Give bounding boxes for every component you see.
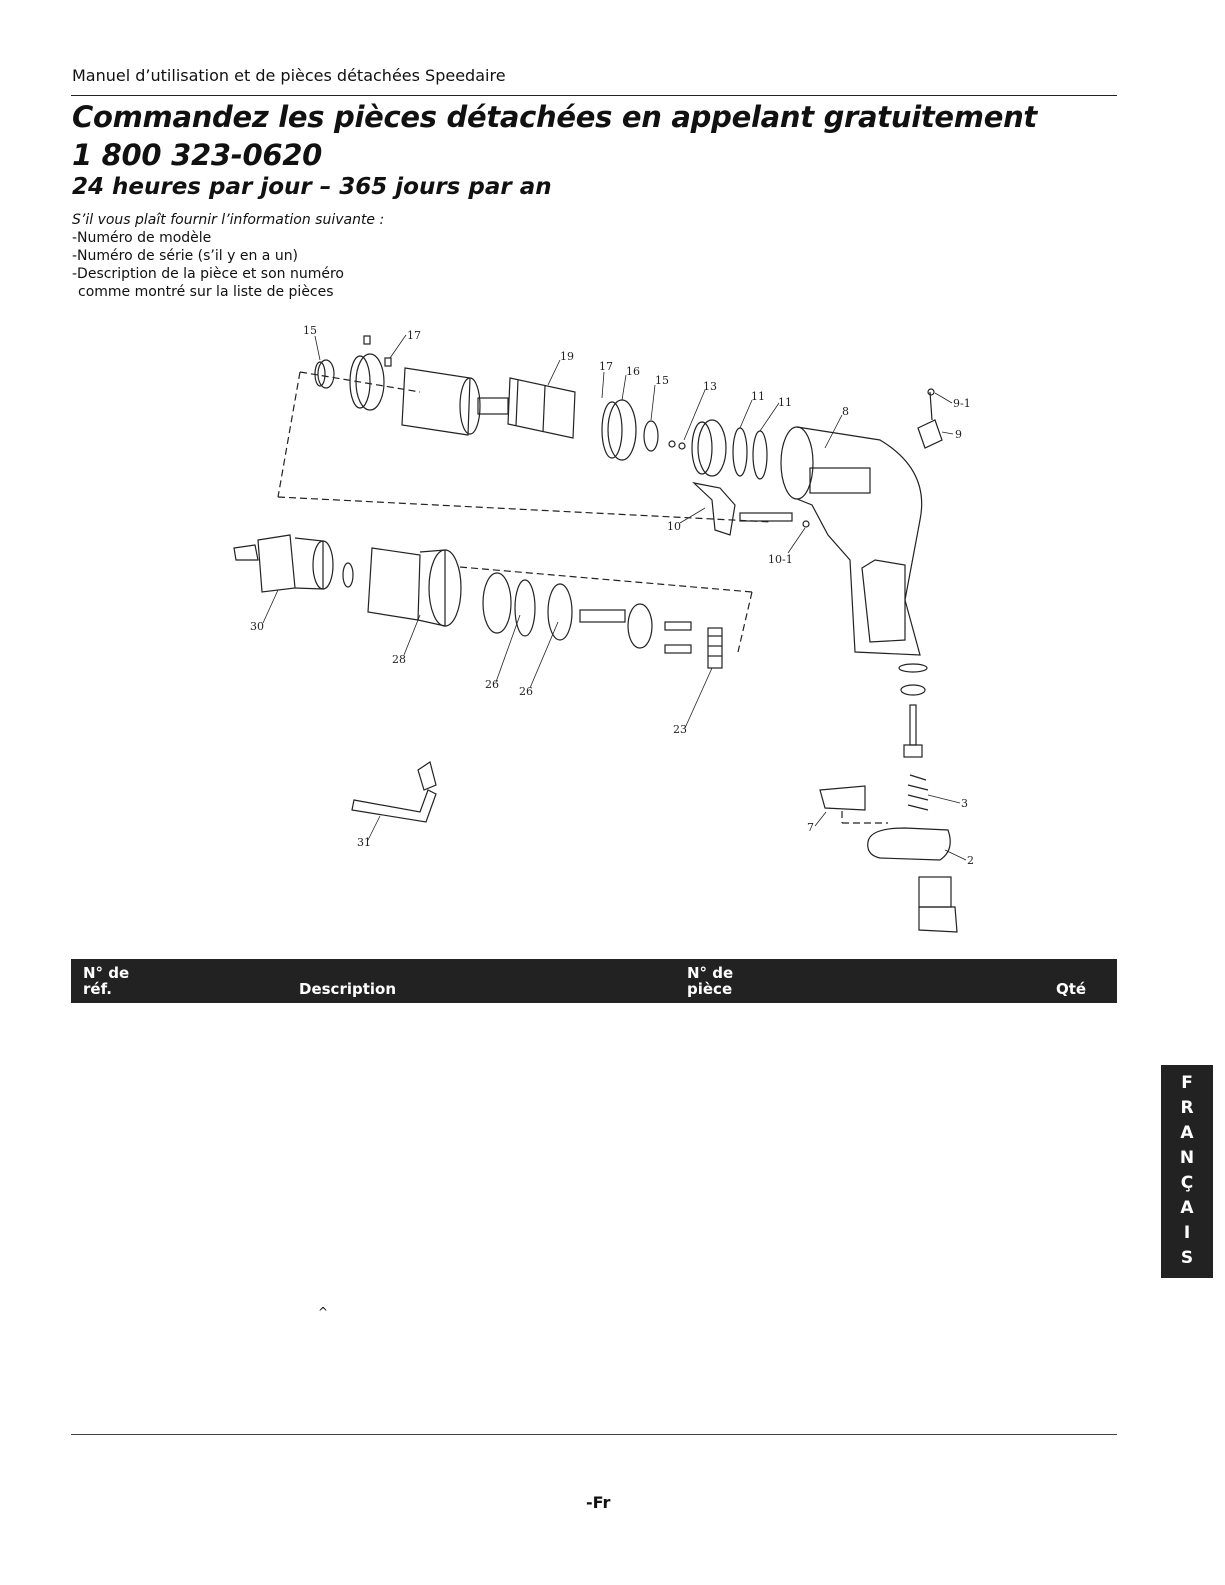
info-intro: S’il vous plaît fournir l’information su… [72,212,385,228]
headline-phone: 1 800 323-0620 [72,138,322,172]
exploded-parts-diagram: 15 17 19 17 16 15 13 11 11 8 9-1 9 10 10… [233,324,974,933]
stray-mark: ^ [318,1305,329,1319]
language-letter: A [1180,1123,1194,1143]
callout-17: 17 [407,329,421,342]
callout-9: 9 [955,428,962,441]
callout-8: 8 [842,405,849,418]
part-washer [342,562,354,588]
part-rear-housing [691,419,727,477]
part-valve-13 [668,440,686,450]
callout-15: 15 [303,324,317,337]
callout-labels: 15 17 19 17 16 15 13 11 11 8 9-1 9 10 10… [250,324,974,867]
callout-leaders [262,334,967,861]
page-number: -Fr [586,1493,611,1512]
part-spindle [579,603,692,654]
footer-divider [71,1434,1117,1435]
callout-17b: 17 [599,360,613,373]
part-pinion-23 [707,627,723,669]
header-divider [71,95,1117,96]
callout-10-1: 10-1 [768,553,793,566]
language-tab: F R A N Ç A I S [1161,1065,1213,1278]
col-description: Description [299,980,397,998]
language-letter: S [1180,1248,1194,1268]
language-letter: N [1179,1148,1195,1168]
callout-23: 23 [673,723,687,736]
availability-subhead: 24 heures par jour – 365 jours par an [72,174,552,200]
language-letter: A [1180,1198,1194,1218]
callout-7: 7 [807,821,814,834]
info-block: S’il vous plaît fournir l’information su… [72,211,384,301]
assembly-guide-lines [277,371,888,824]
language-letter: R [1180,1098,1194,1118]
part-regulator-7 [819,785,866,811]
part-cylinder [401,367,481,436]
part-o-rings-11 [732,427,768,480]
col-qty: Qté [1056,980,1087,998]
callout-13: 13 [703,380,717,393]
callout-30: 30 [250,620,264,633]
col-ref-line1: N° de [83,964,130,982]
info-item: -Description de la pièce et son numéro [72,266,345,282]
order-headline: Commandez les pièces détachées en appela… [72,98,1037,174]
callout-9-1: 9-1 [953,397,971,410]
info-item: -Numéro de série (s’il y en a un) [72,248,299,264]
part-rotor-19 [477,377,576,439]
callout-10: 10 [667,520,681,533]
manual-title: Manuel d’utilisation et de pièces détach… [72,66,506,85]
callout-11b: 11 [778,396,792,409]
part-bearing-26 [482,572,573,641]
language-letter: Ç [1180,1173,1194,1193]
part-trigger-10 [692,482,810,536]
callout-15b: 15 [655,374,669,387]
callout-31: 31 [357,836,371,849]
col-ref-line2: réf. [83,980,112,998]
callout-16: 16 [626,365,640,378]
part-bearing-15b [643,420,659,452]
col-part-line1: N° de [687,964,734,982]
language-letter: F [1181,1073,1193,1093]
parts-table-header: N° de réf. Description N° de pièce Qté [71,959,1117,1003]
callout-11: 11 [751,390,765,403]
part-ring-gear-28 [367,547,462,627]
part-handle-stack [898,663,929,811]
part-reverse-valve-9 [917,388,943,449]
part-exhaust-deflector-2 [867,827,951,861]
part-end-plate [349,335,392,411]
part-housing-8 [780,426,923,656]
callout-3: 3 [961,797,968,810]
info-item: -Numéro de modèle [72,230,212,246]
part-air-inlet [918,876,958,933]
part-bearing-15 [314,359,335,389]
col-part-line2: pièce [687,980,733,998]
callout-19: 19 [560,350,574,363]
part-hex-key-31 [351,761,437,823]
callout-2: 2 [967,854,974,867]
language-letter: I [1183,1223,1191,1243]
callout-26: 26 [485,678,499,691]
part-bearing-16 [601,399,637,461]
callout-28: 28 [392,653,406,666]
part-chuck-30 [233,534,334,593]
callout-26b: 26 [519,685,533,698]
info-item: comme montré sur la liste de pièces [78,284,334,300]
headline-line-1: Commandez les pièces détachées en appela… [72,100,1037,134]
